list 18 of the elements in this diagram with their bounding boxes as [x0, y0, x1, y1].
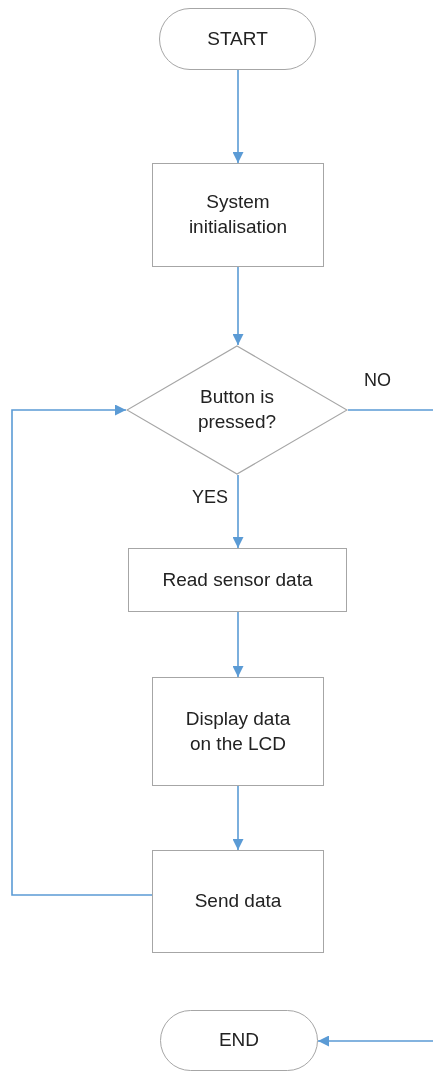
node-text: Read sensor data — [162, 567, 313, 592]
arrow — [232, 611, 244, 678]
arrow — [232, 785, 244, 851]
node-text: START — [207, 26, 268, 51]
node-text: Send data — [194, 889, 282, 914]
process-box — [152, 677, 324, 786]
process-box — [128, 548, 347, 612]
process-box — [152, 163, 324, 267]
arrow — [232, 69, 244, 164]
node-text: Display data on the LCD — [184, 706, 292, 756]
arrow — [232, 474, 244, 549]
arrow — [317, 409, 433, 1047]
node-text: System initialisation — [187, 190, 289, 239]
process-box — [152, 850, 324, 953]
node-text: Button is pressed? — [196, 385, 278, 434]
arrow — [11, 404, 153, 896]
arrow — [232, 266, 244, 346]
node-text: END — [218, 1028, 260, 1053]
